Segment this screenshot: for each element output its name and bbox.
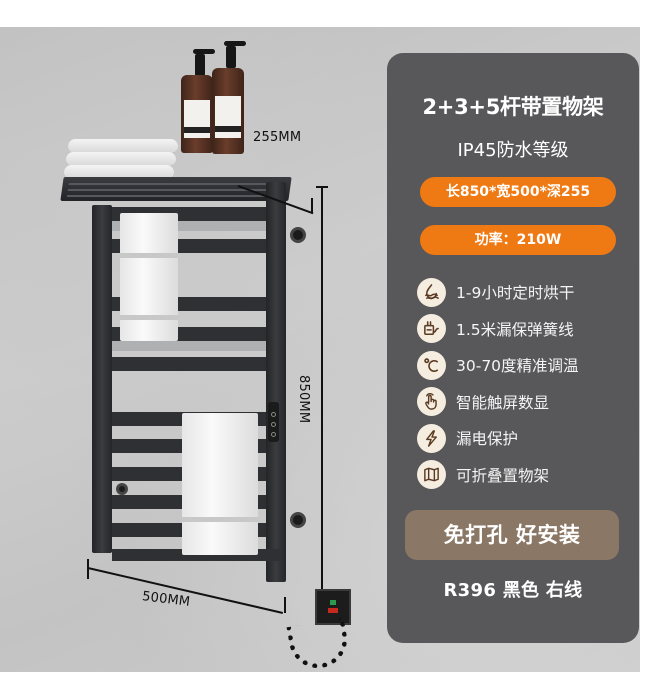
waterproof-rating: IP45防水等级 bbox=[457, 140, 569, 161]
folding-shelf bbox=[60, 177, 292, 201]
size-badge: 长850*宽500*深255 bbox=[420, 177, 616, 207]
wall-mount-upper bbox=[290, 227, 306, 243]
power-badge: 功率：210W bbox=[420, 225, 616, 255]
spec-panel: 2+3+5杆带置物架 IP45防水等级 长850*宽500*深255 功率：21… bbox=[387, 53, 639, 643]
folding-shelf-icon bbox=[417, 460, 446, 490]
folded-towels bbox=[64, 139, 178, 187]
model-info: R396 黑色 右线 bbox=[443, 580, 583, 601]
wall-mount-left bbox=[116, 483, 128, 495]
feature-label: 1.5米漏保弹簧线 bbox=[456, 320, 574, 339]
rack-left-rail bbox=[92, 205, 112, 553]
product-title: 2+3+5杆带置物架 bbox=[422, 95, 604, 119]
feature-item: 漏电保护 bbox=[417, 420, 627, 457]
hanging-towel-bottom bbox=[182, 413, 258, 555]
easy-install-badge: 免打孔 好安装 bbox=[405, 510, 619, 560]
touch-hand-icon bbox=[417, 387, 446, 417]
feature-label: 智能触屏数显 bbox=[456, 393, 550, 412]
feature-label: 漏电保护 bbox=[456, 430, 519, 449]
feature-item: 可折叠置物架 bbox=[417, 457, 627, 494]
feature-label: 1-9小时定时烘干 bbox=[456, 284, 575, 303]
water-drop-icon bbox=[417, 277, 446, 307]
wall-mount-lower bbox=[290, 512, 306, 528]
feature-item: 1.5米漏保弹簧线 bbox=[417, 311, 627, 348]
plug-icon bbox=[417, 314, 446, 344]
width-label: 500MM bbox=[141, 589, 191, 610]
feature-list: 1-9小时定时烘干 1.5米漏保弹簧线 30-70度精准调温 bbox=[417, 274, 627, 493]
celsius-icon bbox=[417, 350, 446, 380]
wall-socket bbox=[315, 589, 351, 625]
feature-item: 智能触屏数显 bbox=[417, 384, 627, 421]
feature-item: 1-9小时定时烘干 bbox=[417, 274, 627, 311]
feature-label: 30-70度精准调温 bbox=[456, 357, 579, 376]
height-label: 850MM bbox=[296, 375, 311, 424]
feature-item: 30-70度精准调温 bbox=[417, 347, 627, 384]
touch-control-display bbox=[268, 402, 279, 442]
feature-label: 可折叠置物架 bbox=[456, 466, 550, 485]
hanging-towel-top bbox=[120, 213, 178, 341]
shelf-depth-label: 255MM bbox=[253, 130, 302, 145]
spring-cord bbox=[286, 617, 352, 672]
rack-right-rail bbox=[266, 182, 286, 582]
lightning-icon bbox=[417, 423, 446, 453]
